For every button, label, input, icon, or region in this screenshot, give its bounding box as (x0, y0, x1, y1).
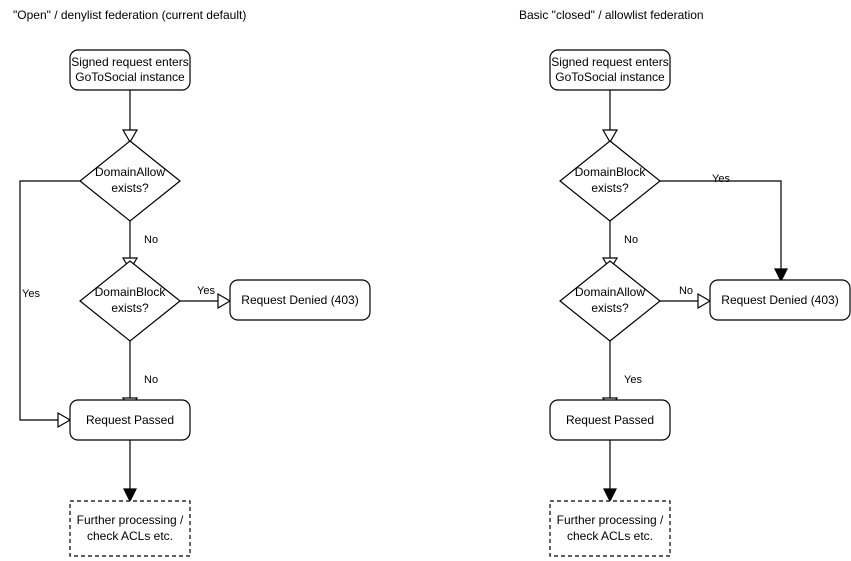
edge-label-domainallow-no: No (679, 285, 693, 297)
node-start-label-line2: GoToSocial instance (555, 70, 665, 84)
edge-label-domainblock-yes: Yes (712, 173, 730, 185)
node-request-passed-label: Request Passed (566, 413, 654, 427)
arrowhead-domainallow-yes (57, 411, 72, 429)
node-further-processing-allowlist: Further processing / check ACLs etc. (549, 500, 671, 557)
edge-label-domainallow-no: No (144, 234, 158, 246)
node-domainallow-label-line1: DomainAllow (95, 165, 165, 179)
node-domainallow-label-line2: exists? (591, 301, 629, 315)
node-domainallow-allowlist: DomainAllow exists? (559, 260, 661, 342)
node-request-denied-shape (229, 279, 371, 321)
panel-title-denylist: "Open" / denylist federation (current de… (13, 8, 247, 22)
node-request-passed-denylist: Request Passed (69, 399, 191, 441)
panel-allowlist: Signed request enters GoToSocial instanc… (549, 49, 851, 557)
node-domainblock-label-line2: exists? (591, 181, 629, 195)
node-further-processing-label-line2: check ACLs etc. (567, 529, 653, 543)
edge-domainallow-yes (19, 180, 80, 421)
node-domainallow-label-line2: exists? (111, 181, 149, 195)
edge-label-domainallow-yes: Yes (624, 374, 642, 386)
node-start-denylist: Signed request enters GoToSocial instanc… (69, 49, 191, 91)
node-start-label-line1: Signed request enters (71, 55, 188, 69)
node-domainblock-label-line1: DomainBlock (95, 285, 167, 299)
node-start-label-line1: Signed request enters (551, 55, 668, 69)
node-domainblock-allowlist: DomainBlock exists? (559, 140, 661, 222)
arrowhead-domainblock-yes (217, 292, 232, 310)
node-domainblock-denylist: DomainBlock exists? (79, 260, 181, 342)
node-further-processing-label-line1: Further processing / (557, 513, 664, 527)
node-request-passed-label: Request Passed (86, 413, 174, 427)
edge-label-domainblock-yes: Yes (197, 285, 215, 297)
panel-title-allowlist: Basic "closed" / allowlist federation (519, 8, 704, 22)
node-start-label-line2: GoToSocial instance (75, 70, 185, 84)
node-request-denied-label: Request Denied (403) (241, 293, 358, 307)
node-request-denied-allowlist: Request Denied (403) (709, 279, 851, 321)
node-start-allowlist: Signed request enters GoToSocial instanc… (549, 49, 671, 91)
node-domainallow-label-line1: DomainAllow (575, 285, 645, 299)
node-request-passed-allowlist: Request Passed (549, 399, 671, 441)
arrowhead-passed-to-further (603, 488, 617, 503)
edge-label-domainallow-yes: Yes (22, 288, 40, 300)
arrowhead-start-to-domainblock (601, 129, 619, 144)
arrowhead-domainblock-yes (774, 268, 788, 283)
node-domainblock-label-line2: exists? (111, 301, 149, 315)
node-request-denied-shape (709, 279, 851, 321)
node-further-processing-label-line2: check ACLs etc. (87, 529, 173, 543)
node-domainblock-label-line1: DomainBlock (575, 165, 647, 179)
node-domainallow-denylist: DomainAllow exists? (79, 140, 181, 222)
arrowhead-domainallow-no (697, 292, 712, 310)
arrowhead-start-to-domainallow (121, 129, 139, 144)
panel-denylist: Signed request enters GoToSocial instanc… (19, 49, 371, 557)
node-request-denied-label: Request Denied (403) (721, 293, 838, 307)
node-further-processing-shape (549, 500, 671, 557)
edge-label-domainblock-no: No (144, 374, 158, 386)
node-further-processing-shape (69, 500, 191, 557)
edge-label-domainblock-no: No (624, 234, 638, 246)
node-further-processing-denylist: Further processing / check ACLs etc. (69, 500, 191, 557)
node-request-denied-denylist: Request Denied (403) (229, 279, 371, 321)
edge-domainblock-yes (660, 180, 782, 273)
arrowhead-passed-to-further (123, 488, 137, 503)
node-further-processing-label-line1: Further processing / (77, 513, 184, 527)
